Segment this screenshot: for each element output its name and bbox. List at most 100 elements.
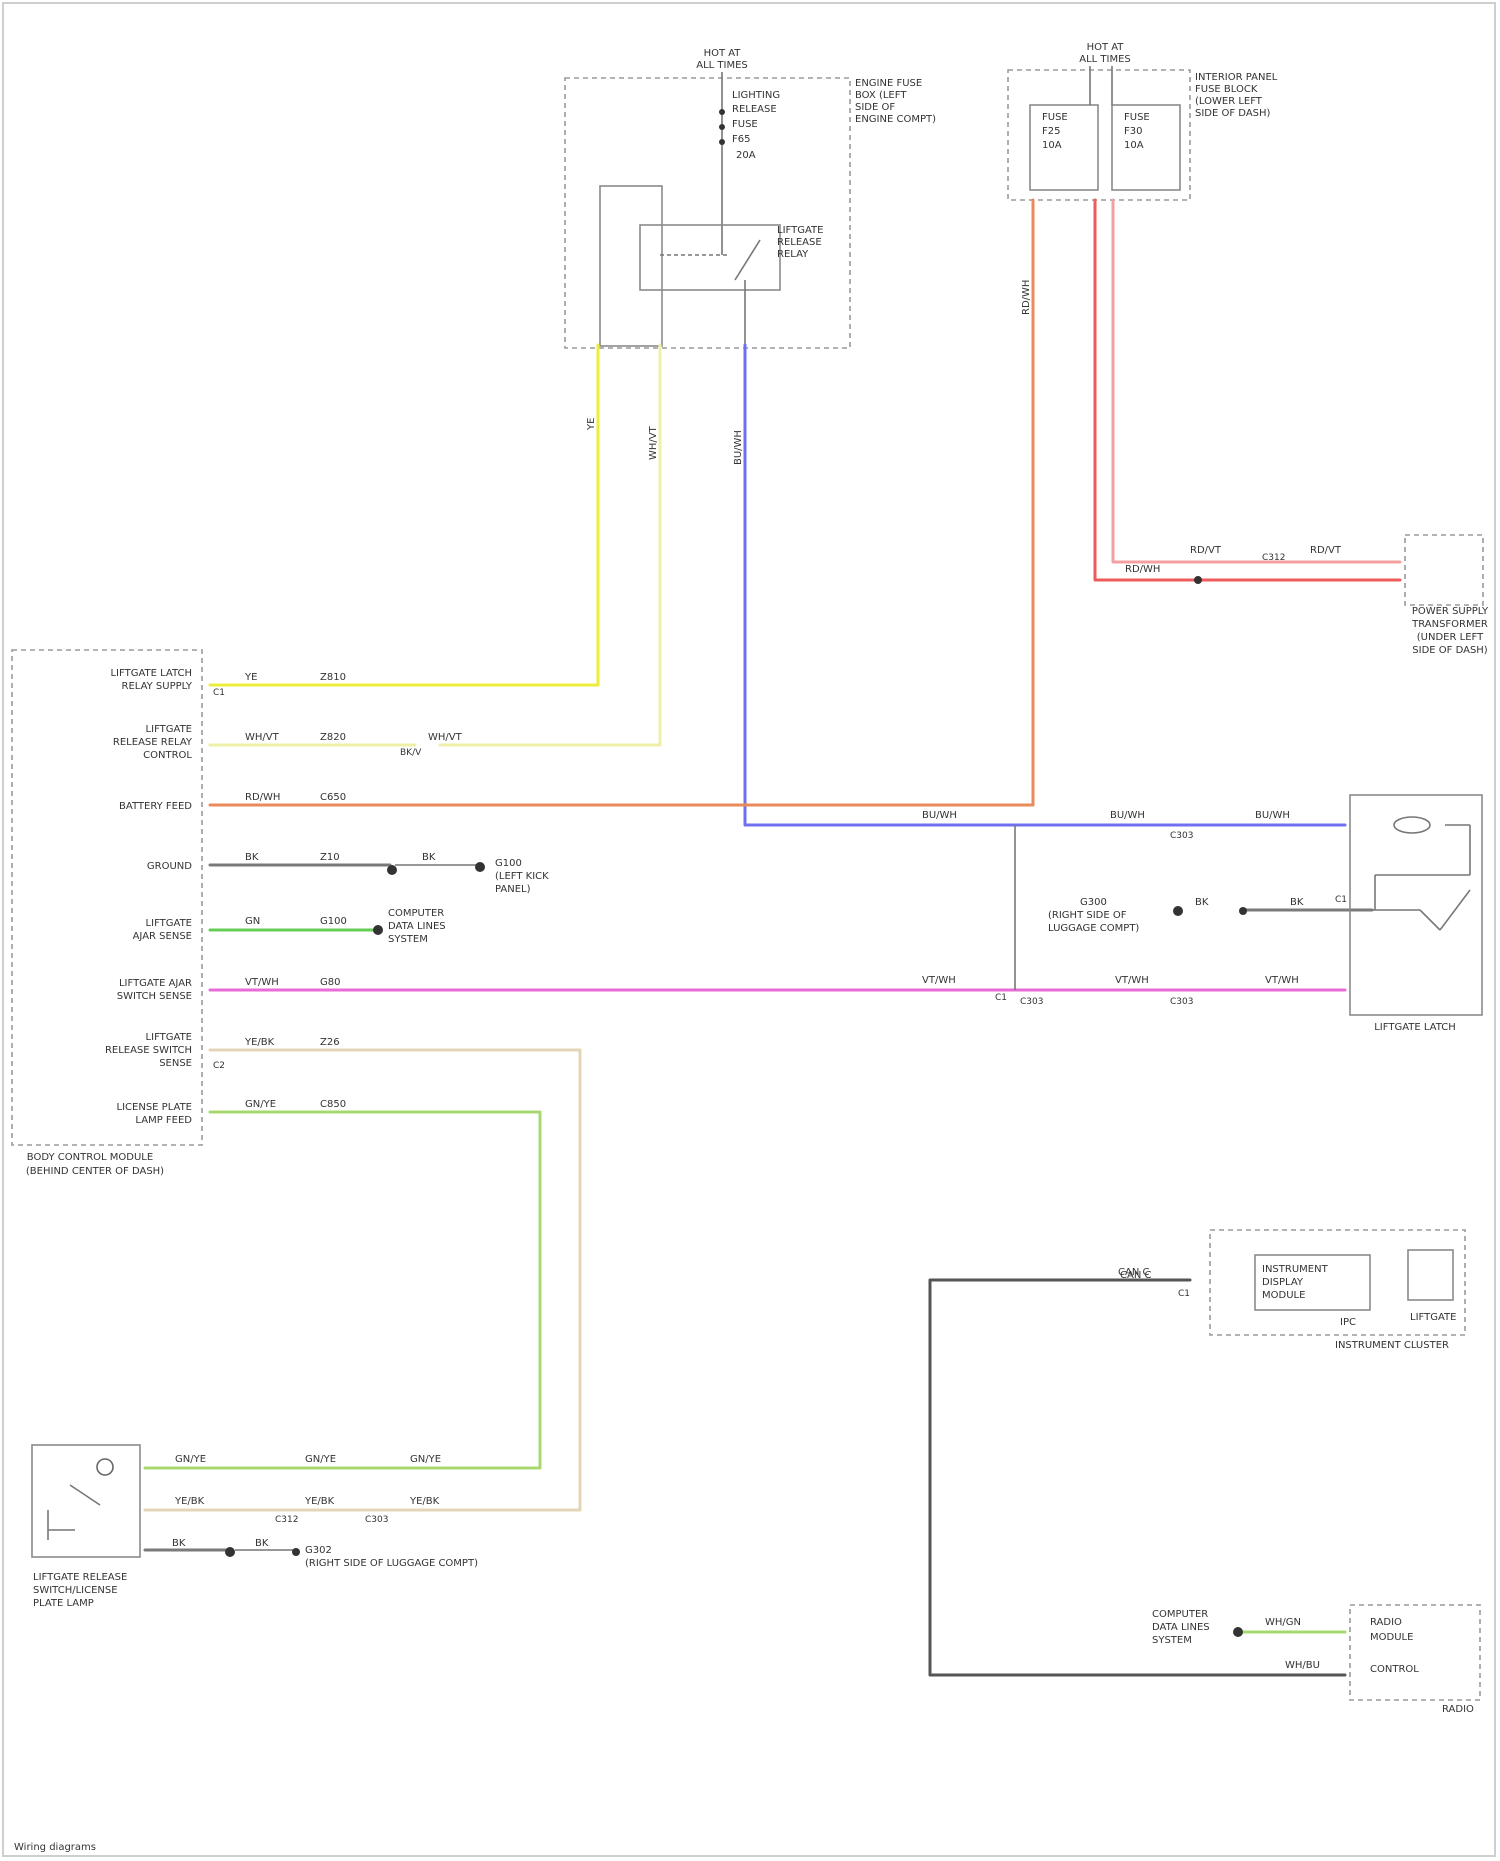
latch-ground-splice bbox=[1239, 907, 1247, 915]
relay-label-3: RELAY bbox=[777, 249, 809, 260]
bcm-wire-labels: YE Z810 WH/VT Z820 RD/WH C650 BK Z10 GN … bbox=[213, 672, 347, 1110]
ps-label-0: POWER SUPPLY bbox=[1412, 606, 1489, 617]
red-connector: C312 bbox=[1262, 553, 1285, 563]
wire-ye-latch-supply bbox=[210, 345, 598, 685]
bcm-row-7-line-0: LICENSE PLATE bbox=[117, 1102, 192, 1113]
cluster-label: INSTRUMENT CLUSTER bbox=[1335, 1340, 1449, 1351]
ps-label-1: TRANSFORMER bbox=[1411, 619, 1488, 630]
switch-ground-line-1: (RIGHT SIDE OF LUGGAGE COMPT) bbox=[305, 1558, 478, 1569]
radio-module: RADIO MODULE CONTROL RADIO COMPUTER DATA… bbox=[1152, 1605, 1480, 1715]
engine-box-label-1: ENGINE FUSE bbox=[855, 78, 922, 89]
fuse-label-1: LIGHTING bbox=[732, 90, 780, 101]
bcm-row-0-line-0: LIFTGATE LATCH bbox=[110, 668, 192, 679]
bcm-row-2-line-0: BATTERY FEED bbox=[119, 801, 192, 812]
bcm-row-7-line-1: LAMP FEED bbox=[135, 1115, 192, 1126]
ground-g100-line-0: G100 bbox=[495, 858, 522, 869]
bcm-row-4-line-0: LIFTGATE bbox=[146, 918, 192, 929]
bcm-circuit-4: G100 bbox=[320, 916, 347, 927]
can-label-a: CAN C bbox=[1120, 1270, 1151, 1281]
sw-a3: GN/YE bbox=[410, 1454, 441, 1465]
switch-ground-line-0: G302 bbox=[305, 1545, 332, 1556]
interior-fuse-box-outline bbox=[1008, 70, 1190, 200]
radio-label: RADIO bbox=[1442, 1704, 1474, 1715]
bcm-circuit-6: Z26 bbox=[320, 1037, 340, 1048]
engine-fuse-box-outline bbox=[565, 78, 850, 348]
radio-data-2: SYSTEM bbox=[1152, 1635, 1192, 1646]
bcm-row-4-line-1: AJAR SENSE bbox=[133, 931, 192, 942]
yellow-vert-label: YE bbox=[586, 418, 597, 431]
cluster-indicator bbox=[1408, 1250, 1453, 1300]
int-fuse-title-1: HOT AT bbox=[1087, 42, 1125, 53]
cluster-inner-1: DISPLAY bbox=[1262, 1277, 1304, 1288]
relay-out-label: WH/VT bbox=[428, 732, 463, 743]
sw-connector-b: C303 bbox=[365, 1515, 388, 1525]
ground-eyelet-bcm bbox=[475, 862, 485, 872]
bcm-wire-2: RD/WH bbox=[245, 792, 280, 803]
fuse-label-3: FUSE bbox=[732, 119, 758, 130]
liftgate-release-switch: LIFTGATE RELEASE SWITCH/LICENSE PLATE LA… bbox=[32, 1445, 478, 1609]
relay-label-2: RELEASE bbox=[777, 237, 822, 248]
bcm-row-1-line-2: CONTROL bbox=[143, 750, 192, 761]
int-fuse-title-2: ALL TIMES bbox=[1079, 54, 1131, 65]
relay-a-connector: C1 bbox=[995, 993, 1007, 1003]
bcm-wire-0: YE bbox=[244, 672, 257, 683]
radio-inner-1: MODULE bbox=[1370, 1632, 1413, 1643]
blue-horiz-label-b: BU/WH bbox=[1110, 810, 1145, 821]
instrument-cluster: INSTRUMENT DISPLAY MODULE LIFTGATE IPC I… bbox=[1118, 1230, 1465, 1351]
bcm-ground: BK G100 (LEFT KICK PANEL) COMPUTER DATA … bbox=[373, 852, 549, 945]
cluster-connector: C1 bbox=[1178, 1289, 1190, 1299]
ground-g100-line-1: (LEFT KICK bbox=[495, 871, 549, 882]
engine-box-label-2: BOX (LEFT bbox=[855, 90, 907, 101]
engine-box-label-3: SIDE OF bbox=[855, 102, 895, 113]
bcm-row-5-line-0: LIFTGATE AJAR bbox=[119, 978, 192, 989]
blue-vert-label: BU/WH bbox=[733, 430, 744, 465]
switch-label-1: SWITCH/LICENSE bbox=[33, 1585, 118, 1596]
sw-a1: GN/YE bbox=[175, 1454, 206, 1465]
radio-data-0: COMPUTER bbox=[1152, 1609, 1208, 1620]
cluster-inner-0: INSTRUMENT bbox=[1262, 1264, 1329, 1275]
bcm-circuit-3: Z10 bbox=[320, 852, 340, 863]
relay-coil-loop bbox=[600, 186, 662, 346]
bcm-row-6-line-2: SENSE bbox=[159, 1058, 192, 1069]
bcm-row-6-line-1: RELEASE SWITCH bbox=[105, 1045, 192, 1056]
bcm-wire-6: YE/BK bbox=[244, 1037, 275, 1048]
pink-connector-b: C303 bbox=[1170, 997, 1193, 1007]
bcm-row-0-line-1: RELAY SUPPLY bbox=[122, 681, 193, 692]
latch-ground-line-2: LUGGAGE COMPT) bbox=[1048, 923, 1139, 934]
red-label-b: RD/VT bbox=[1310, 545, 1342, 556]
latch-ground-line-0: G300 bbox=[1080, 897, 1107, 908]
bcm-circuit-0: Z810 bbox=[320, 672, 346, 683]
blue-horiz-label-a: BU/WH bbox=[922, 810, 957, 821]
bcm-wire-5: VT/WH bbox=[245, 977, 279, 988]
int-box-label-1: INTERIOR PANEL bbox=[1195, 72, 1278, 83]
radio-inner-0: RADIO bbox=[1370, 1617, 1402, 1628]
fuse-box-title-2: ALL TIMES bbox=[696, 60, 748, 71]
fuse-box-title-1: HOT AT bbox=[704, 48, 742, 59]
cluster-ipc-label: IPC bbox=[1340, 1317, 1356, 1328]
fuse-a-2: F25 bbox=[1042, 126, 1060, 137]
latch-ground-line-1: (RIGHT SIDE OF bbox=[1048, 910, 1127, 921]
switch-label-2: PLATE LAMP bbox=[33, 1598, 94, 1609]
bcm-wire-7: GN/YE bbox=[245, 1099, 276, 1110]
ltyellow-vert-label: WH/VT bbox=[648, 425, 659, 460]
blue-horiz-label-c: BU/WH bbox=[1255, 810, 1290, 821]
latch-outline bbox=[1350, 795, 1482, 1015]
ajar-note-0: COMPUTER bbox=[388, 908, 444, 919]
ajar-note-2: SYSTEM bbox=[388, 934, 428, 945]
pink-label-a: VT/WH bbox=[922, 975, 956, 986]
bcm-wire-1: WH/VT bbox=[245, 732, 280, 743]
int-box-label-2: FUSE BLOCK bbox=[1195, 84, 1258, 95]
relay-label-1: LIFTGATE bbox=[777, 225, 823, 236]
license-lamp-icon bbox=[97, 1459, 113, 1475]
bcm-circuit-7: C850 bbox=[320, 1099, 346, 1110]
switch-label-0: LIFTGATE RELEASE bbox=[33, 1572, 127, 1583]
switch-ground-eyelet bbox=[292, 1548, 300, 1556]
cluster-inner-2: MODULE bbox=[1262, 1290, 1305, 1301]
bcm-row-1-line-0: LIFTGATE bbox=[146, 724, 192, 735]
bcm-circuit-1: Z820 bbox=[320, 732, 346, 743]
wire-ye-bk-release-switch bbox=[145, 1050, 580, 1510]
sw-b3: YE/BK bbox=[409, 1496, 440, 1507]
ajar-note-1: DATA LINES bbox=[388, 921, 446, 932]
bcm-row-1-line-1: RELEASE RELAY bbox=[113, 737, 193, 748]
bcm-label-1: BODY CONTROL MODULE bbox=[27, 1152, 153, 1163]
